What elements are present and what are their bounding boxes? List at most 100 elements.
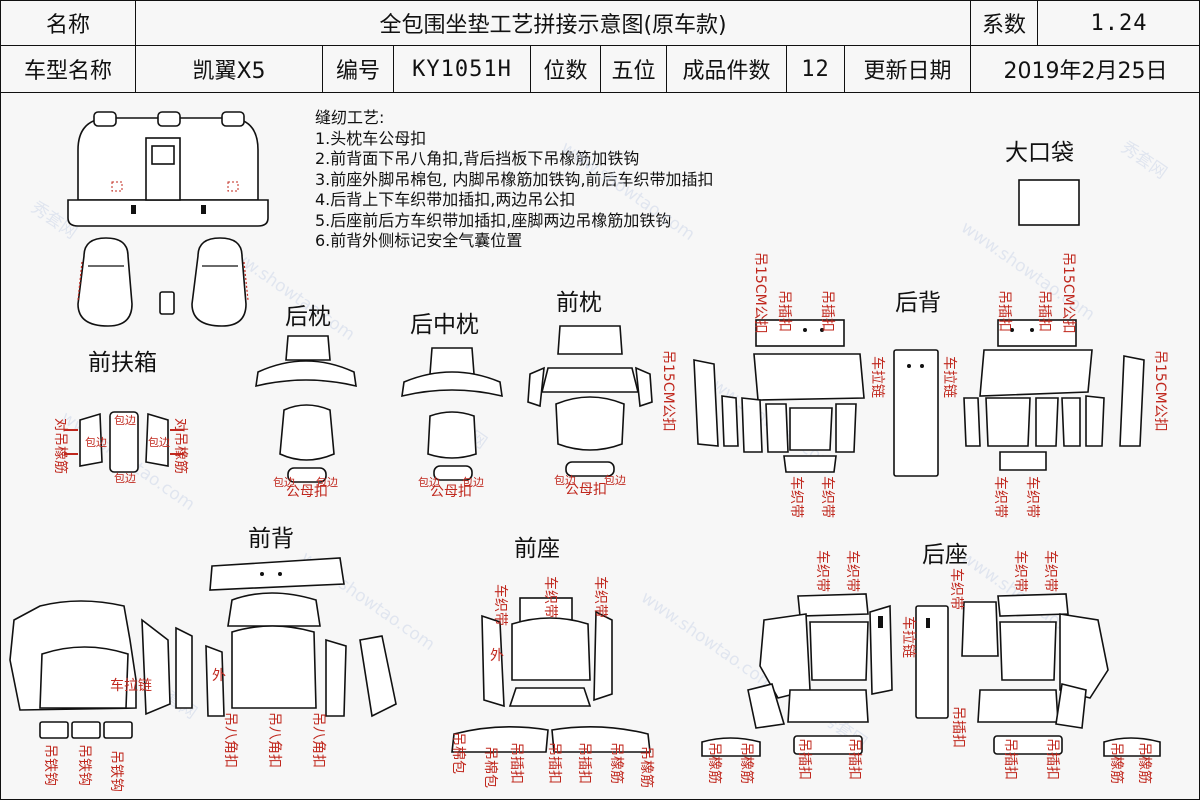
label-diao-xiang-jin: 吊橡筋 [706, 742, 723, 784]
header-table: 名称 全包围坐垫工艺拼接示意图(原车款) 系数 1.24 车型名称 凯翼X5 编… [0, 0, 1200, 93]
label-che-zhi-dai: 车织带 [1042, 550, 1059, 592]
pieces-label: 成品件数 [666, 45, 787, 93]
label-diao-xiang-jin: 吊橡筋 [738, 742, 755, 784]
label-diao-ba-jiao-kou: 吊八角扣 [266, 712, 282, 768]
seats-value: 五位 [600, 45, 667, 93]
label-diao-cha-kou: 吊插扣 [846, 738, 862, 780]
label-diao-cha-kou: 吊插扣 [796, 738, 812, 780]
label-gong-mu-kou: 公母扣 [565, 482, 607, 498]
label-che-la-lian: 车拉链 [941, 356, 958, 398]
label-diao-mian-bao: 吊棉包 [450, 732, 467, 774]
code-value: KY1051H [393, 45, 531, 93]
label-gong-mu-kou: 公母扣 [430, 484, 472, 500]
label-che-zhi-dai: 车织带 [1012, 550, 1029, 592]
diagram-title: 全包围坐垫工艺拼接示意图(原车款) [134, 0, 972, 46]
label-bao-bian: 包边 [418, 476, 440, 489]
coefficient-label: 系数 [970, 0, 1039, 46]
rear-middle-headrest-pieces [401, 347, 503, 481]
label-diao-ba-jiao-kou: 吊八角扣 [222, 712, 238, 768]
label-diao-tie-gou: 吊铁钩 [76, 744, 92, 786]
sewing-process-notes: 缝纫工艺: 1.头枕车公母扣 2.前背面下吊八角扣,背后挡板下吊橡筋加铁钩 3.… [315, 108, 714, 252]
front-armrest-pieces [64, 411, 184, 473]
label-bao-bian: 包边 [604, 474, 626, 487]
name-label: 名称 [0, 0, 136, 46]
label-bao-bian: 包边 [148, 436, 170, 449]
label-bao-bian: 包边 [316, 476, 338, 489]
label-che-la-lian: 车拉链 [110, 677, 152, 694]
rear-back-right-pieces [963, 319, 1145, 471]
process-title: 缝纫工艺: [315, 108, 385, 127]
label-che-zhi-dai: 车织带 [948, 568, 965, 610]
watermark-url: www.showtao.com [957, 218, 1098, 325]
label-che-zhi-dai: 车织带 [1024, 476, 1041, 518]
label-diao-xiang-jin: 吊橡筋 [608, 742, 625, 784]
car-seat-overview [67, 111, 269, 327]
label-che-la-lian: 车拉链 [869, 356, 886, 398]
label-che-la-lian: 车拉链 [900, 616, 917, 658]
label-dui-diao-xiangjin: 对吊橡筋 [52, 418, 69, 474]
front-back-title: 前背 [248, 526, 294, 552]
rear-back-center-strip [893, 349, 939, 477]
label-bao-bian: 包边 [462, 476, 484, 489]
model-value: 凯翼X5 [135, 45, 323, 93]
label-che-zhi-dai: 车织带 [788, 476, 805, 518]
label-che-zhi-dai: 车织带 [814, 550, 831, 592]
label-diao-cha-kou: 吊插扣 [776, 290, 792, 332]
label-diao-tie-gou: 吊铁钩 [42, 744, 58, 786]
label-diao-cha-kou: 吊插扣 [508, 742, 524, 784]
label-diao-cha-kou: 吊插扣 [1044, 738, 1060, 780]
rear-headrest-title: 后枕 [285, 304, 331, 330]
label-bao-bian: 包边 [554, 474, 576, 487]
label-diao-mian-bao: 吊棉包 [482, 746, 499, 788]
watermark-url: www.showtao.com [637, 588, 778, 695]
label-diao-tie-gou: 吊铁钩 [108, 750, 124, 792]
label-diao-xiang-jin: 吊橡筋 [1136, 742, 1153, 784]
label-che-zhi-dai: 车织带 [542, 576, 559, 618]
label-diao-cha-kou: 吊插扣 [819, 290, 835, 332]
label-wai: 外 [490, 648, 504, 664]
process-step-1: 1.头枕车公母扣 [315, 128, 427, 148]
rear-seat-pieces [701, 593, 1161, 757]
label-diao-xiang-jin: 吊橡筋 [1108, 742, 1125, 784]
label-diao-xiang-jin: 吊橡筋 [638, 746, 655, 788]
label-bao-bian: 包边 [114, 414, 136, 427]
label-diao-cha-kou: 吊插扣 [576, 742, 592, 784]
label-che-zhi-dai: 车织带 [492, 584, 509, 626]
front-armrest-left-label: 对吊橡筋 [52, 418, 69, 474]
process-step-3: 3.前座外脚吊棉包, 内脚吊橡筋加铁钩,前后车织带加插扣 [315, 169, 714, 189]
front-armrest-right-label: 对吊橡筋 [172, 418, 189, 474]
label-che-zhi-dai: 车织带 [992, 476, 1009, 518]
big-bag-piece [1018, 179, 1080, 226]
label-diao-15cm-gong-kou: 吊15CM公扣 [752, 252, 768, 334]
label-wai: 外 [212, 668, 226, 684]
label-diao-15cm-gong-kou: 吊15CM公扣 [1152, 350, 1168, 432]
watermark-brand: 秀套网 [1117, 138, 1170, 184]
label-diao-cha-kou: 吊插扣 [546, 742, 562, 784]
big-bag-title: 大口袋 [1005, 140, 1074, 166]
label-bao-bian: 包边 [273, 476, 295, 489]
label-diao-ba-jiao-kou: 吊八角扣 [310, 712, 326, 768]
rear-back-left-pieces [693, 319, 865, 473]
label-bao-bian: 包边 [85, 436, 107, 449]
label-gong-mu-kou: 公母扣 [286, 484, 328, 500]
label-che-zhi-dai: 车织带 [844, 550, 861, 592]
label-diao-15cm-gong-kou: 吊15CM公扣 [1060, 252, 1076, 334]
label-diao-cha-kou: 吊插扣 [950, 706, 966, 748]
process-step-2: 2.前背面下吊八角扣,背后挡板下吊橡筋加铁钩 [315, 149, 640, 168]
code-label: 编号 [322, 45, 394, 93]
seats-label: 位数 [530, 45, 601, 93]
label-diao-cha-kou: 吊插扣 [1002, 738, 1018, 780]
rear-headrest-pieces [255, 335, 357, 483]
watermark-url: www.showtao.com [557, 138, 698, 245]
rear-middle-headrest-title: 后中枕 [410, 312, 479, 338]
process-step-4: 4.后背上下车织带加插扣,两边吊公扣 [315, 190, 576, 209]
front-seat-pieces [451, 597, 651, 753]
label-diao-cha-kou: 吊插扣 [996, 290, 1012, 332]
process-step-6: 6.前背外侧标记安全气囊位置 [315, 231, 523, 250]
label-diao-15cm-gong-kou: 吊15CM公扣 [660, 350, 676, 432]
process-step-5: 5.后座前后方车织带加插扣,座脚两边吊橡筋加铁钩 [315, 210, 672, 230]
header-row-2: 车型名称 凯翼X5 编号 KY1051H 位数 五位 成品件数 12 更新日期 … [0, 45, 1200, 93]
label-che-zhi-dai: 车织带 [819, 476, 836, 518]
